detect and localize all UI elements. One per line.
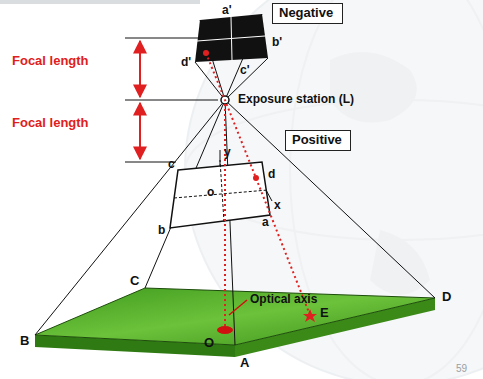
corner-letter: b: [158, 224, 165, 236]
y-axis: [220, 150, 221, 166]
corner-letter: b': [272, 36, 282, 48]
focal-arrows: [139, 41, 141, 159]
film-label: Negative: [279, 5, 336, 20]
optical-axis: [224, 104, 226, 326]
projection-rays: [35, 14, 435, 345]
corner-letter: d: [268, 168, 275, 180]
optical-axis-label: Optical axis: [250, 293, 317, 305]
leader-line: [229, 300, 247, 315]
principal-point-letter: o: [207, 186, 214, 198]
film-label-box: Negative: [272, 3, 343, 24]
corner-letter: d': [181, 56, 191, 68]
ground-corner-letter: A: [240, 356, 249, 369]
ground-corner-letter: B: [20, 334, 29, 347]
x-axis: [266, 190, 272, 201]
film-label: Positive: [292, 132, 344, 147]
page-number: 59: [456, 364, 467, 374]
corner-letter: c': [240, 64, 250, 76]
axis-letter: y: [224, 146, 231, 158]
ground-point-letter: E: [320, 306, 329, 319]
focal-length-label: Focal length: [12, 116, 89, 129]
corner-letter: a: [262, 216, 269, 228]
positive-film: [170, 162, 270, 228]
header-bar: [0, 0, 200, 4]
ground-corner-letter: C: [130, 274, 139, 287]
focal-length-label: Focal length: [12, 54, 89, 67]
station-label: Exposure station (L): [238, 93, 354, 105]
film-label-box: Positive: [285, 130, 351, 151]
ground-nadir: [217, 326, 233, 334]
axis-letter: x: [274, 199, 281, 211]
positive-axes: [174, 160, 268, 222]
ground-corner-letter: D: [442, 290, 451, 303]
ground-nadir-letter: O: [204, 336, 214, 349]
ground-point-star: [303, 309, 317, 322]
corner-letter: a': [222, 4, 232, 16]
corner-letter: c: [168, 158, 175, 170]
